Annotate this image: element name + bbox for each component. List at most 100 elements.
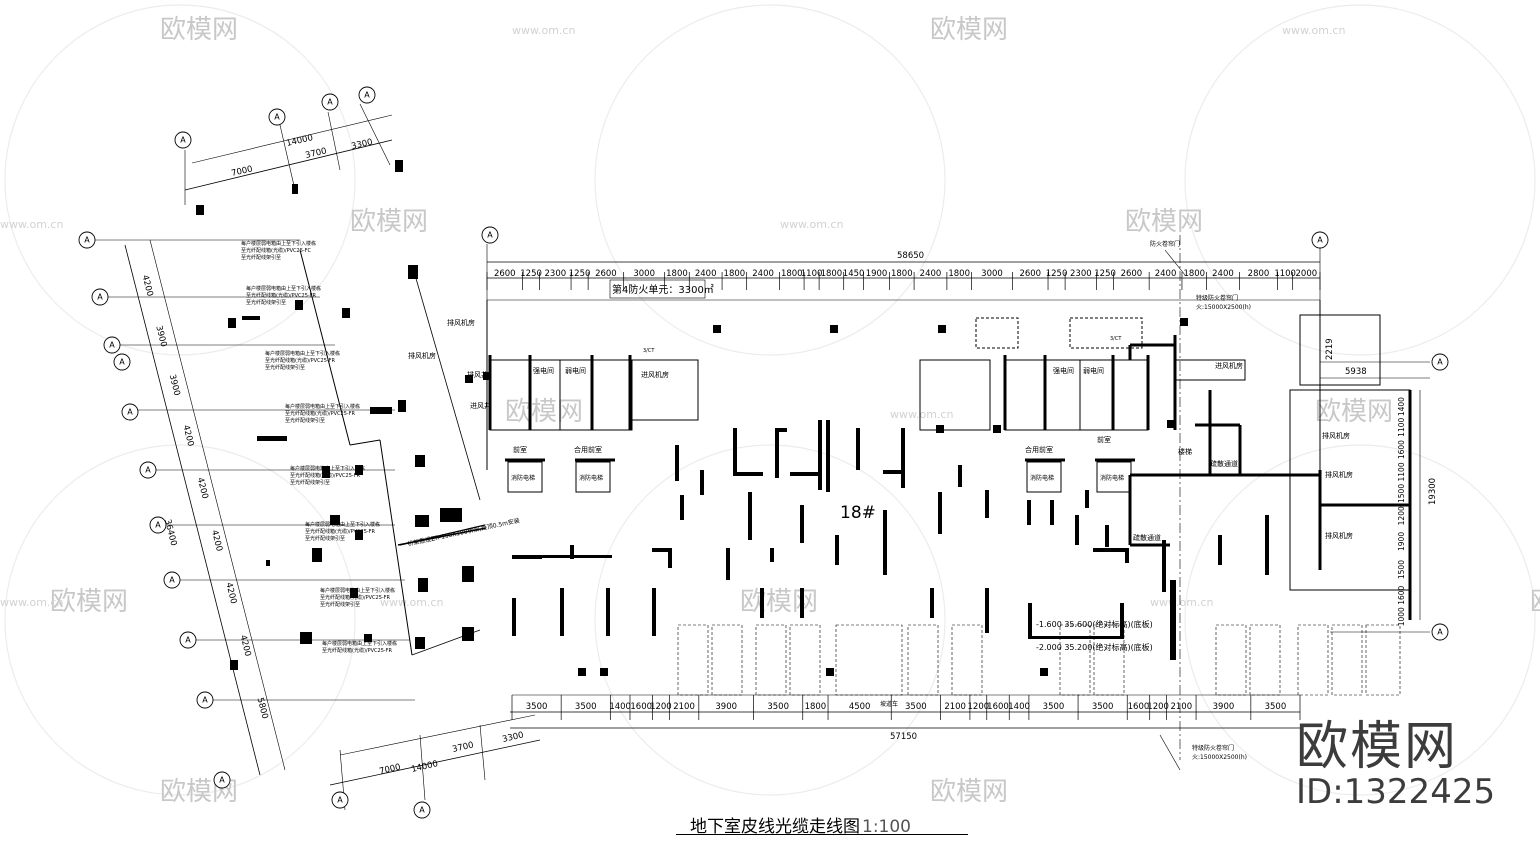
cable-note: 至光纤配线架引至 bbox=[305, 535, 345, 542]
axis-bubble-circle bbox=[321, 93, 339, 111]
left-bottom-seg-2: 3700 bbox=[451, 740, 474, 755]
door-note: 火:15000X2500(h) bbox=[1196, 304, 1251, 311]
axis-bubble: A bbox=[481, 226, 499, 244]
bottom-dim-segment: 1600 bbox=[987, 702, 1009, 712]
bottom-dim-segment: 1200 bbox=[1147, 702, 1169, 712]
right-dim-segment: 1600 bbox=[1397, 585, 1406, 604]
room-label: 强电间 bbox=[533, 366, 554, 375]
room-label: 弱电间 bbox=[565, 366, 586, 375]
watermark-layer bbox=[4, 4, 1536, 796]
top-dim-segment: 1800 bbox=[724, 269, 746, 279]
watermark-site-text: www.om.cn bbox=[780, 218, 843, 231]
axis-bubble: A bbox=[91, 288, 109, 306]
axis-bubble-label: A bbox=[155, 521, 161, 530]
top-dim-segment: 3000 bbox=[633, 269, 655, 279]
room-label: 排风机房 bbox=[1325, 531, 1353, 540]
room-label: 排风机房 bbox=[408, 351, 436, 360]
room-label: 前室 bbox=[513, 445, 527, 454]
axis-bubble: A bbox=[103, 336, 121, 354]
cable-note: 每户楼层弱电箱由上至下引入楼栋 bbox=[265, 350, 340, 357]
axis-bubble-circle bbox=[103, 336, 121, 354]
axis-bubble-circle bbox=[481, 226, 499, 244]
left-dim-segment: 3900 bbox=[153, 325, 168, 348]
right-dim-segment: 1100 bbox=[1397, 462, 1406, 481]
axis-bubble-label: A bbox=[337, 796, 343, 805]
room-label: 弱电间 bbox=[1083, 366, 1104, 375]
axis-bubble-label: A bbox=[185, 636, 191, 645]
room-label: 前室 bbox=[1097, 435, 1111, 444]
cable-note: 每户楼层弱电箱由上至下引入楼栋 bbox=[305, 521, 380, 528]
cable-note: 至光纤配线箱(光缆)/PVC25-FC bbox=[241, 247, 312, 254]
annotation-notes: 第4防火单元：3300㎡ 18# 桥架敷设ZR-150X100桥架,距顶0.5m… bbox=[241, 240, 1251, 761]
cable-note: 每户楼层弱电箱由上至下引入楼栋 bbox=[285, 403, 360, 410]
axis-bubble-circle bbox=[358, 86, 376, 104]
cable-note: 至光纤配线架引至 bbox=[290, 479, 330, 486]
watermark-brand-text: 欧模网 bbox=[50, 587, 128, 617]
right-dim-segment: 1200 bbox=[1397, 506, 1406, 525]
watermark-site-text: www.om.cn bbox=[0, 218, 63, 231]
left-top-total-dim: 14000 bbox=[285, 133, 314, 149]
axis-bubble-circle bbox=[1431, 353, 1449, 371]
right-dim-segment: 1500 bbox=[1397, 484, 1406, 503]
main-block bbox=[397, 235, 1430, 771]
bottom-dim-segment: 4500 bbox=[849, 702, 871, 712]
top-dim-segment: 2400 bbox=[752, 269, 774, 279]
axis-bubble: A bbox=[139, 461, 157, 479]
watermark-texts: 欧模网欧模网欧模网欧模网欧模网欧模网欧模网欧模网欧模网欧模网欧模网www.om.… bbox=[0, 15, 1540, 807]
axis-bubble-circle bbox=[1311, 231, 1329, 249]
top-dim-segment: 1900 bbox=[866, 269, 888, 279]
left-wing bbox=[95, 103, 541, 811]
drawing-scale: 1:100 bbox=[862, 817, 911, 837]
axis-bubble-label: A bbox=[84, 236, 90, 245]
top-dim-segment: 3000 bbox=[981, 269, 1003, 279]
cable-note: 至光纤配线架引至 bbox=[265, 364, 305, 371]
cable-note: 至光纤配线箱(光缆)/PVC25-FR bbox=[290, 472, 361, 479]
room-label: 消防电梯 bbox=[579, 474, 603, 482]
cable-note: 至光纤配线架引至 bbox=[241, 254, 281, 261]
bottom-dim-segment: 2100 bbox=[944, 702, 966, 712]
axis-bubble: A bbox=[331, 791, 349, 809]
cable-note: 每户楼层弱电箱由上至下引入楼栋 bbox=[322, 640, 397, 647]
room-label: 排风机房 bbox=[447, 318, 475, 327]
top-dim-segment: 1250 bbox=[520, 269, 542, 279]
axis-bubble: A bbox=[113, 353, 131, 371]
left-dim-segment: 4200 bbox=[195, 477, 210, 500]
top-dim-segment: 1800 bbox=[821, 269, 843, 279]
axis-bubble: A bbox=[1431, 353, 1449, 371]
room-label: 消防电梯 bbox=[1100, 474, 1124, 482]
watermark-brand-text: 欧模网 bbox=[1125, 207, 1203, 237]
right-dim-segment: 1500 bbox=[1397, 560, 1406, 579]
axis-bubble-label: A bbox=[145, 466, 151, 475]
axis-bubble-circle bbox=[413, 801, 431, 819]
bottom-dim-segment: 2100 bbox=[673, 702, 695, 712]
axis-bubble-label: A bbox=[127, 408, 133, 417]
cable-note: 至光纤配线箱(光缆)/PVC25-FR bbox=[320, 594, 391, 601]
cable-note: 至光纤配线箱(光缆)/PVC25-FR bbox=[246, 292, 317, 299]
room-label: 排风机房 bbox=[1325, 470, 1353, 479]
axis-bubble-label: A bbox=[1317, 236, 1323, 245]
watermark-brand-text: 欧模网 bbox=[930, 15, 1008, 45]
top-dim-segment: 1100 bbox=[801, 269, 823, 279]
top-dim-segment: 2600 bbox=[595, 269, 617, 279]
room-label: 进风机房 bbox=[641, 370, 669, 379]
axis-bubble-circle bbox=[196, 691, 214, 709]
left-top-seg-3: 3300 bbox=[350, 137, 373, 152]
cable-note: 每户楼层弱电箱由上至下引入楼栋 bbox=[290, 465, 365, 472]
top-dim-segment: 2600 bbox=[1019, 269, 1041, 279]
axis-bubble-circle bbox=[213, 771, 231, 789]
axis-bubble: A bbox=[121, 403, 139, 421]
top-dim-segment: 2800 bbox=[1248, 269, 1270, 279]
axis-bubble: A bbox=[174, 131, 192, 149]
axis-bubble-label: A bbox=[169, 576, 175, 585]
axis-bubble-circle bbox=[113, 353, 131, 371]
ramp-note: 坡道车 bbox=[880, 700, 898, 708]
watermark-brand-text: 欧模网 bbox=[930, 777, 1008, 807]
watermark-site-text: www.om.cn bbox=[1282, 24, 1345, 37]
bottom-dim-segment: 3500 bbox=[526, 702, 548, 712]
door-note: 特级防火卷帘门 bbox=[1192, 744, 1234, 752]
top-dim-segment: 1250 bbox=[1046, 269, 1068, 279]
right-side-total-dim: 19300 bbox=[1428, 478, 1438, 505]
elevation-2: -2.000 35.200(绝对标高)(底板) bbox=[1036, 642, 1153, 652]
